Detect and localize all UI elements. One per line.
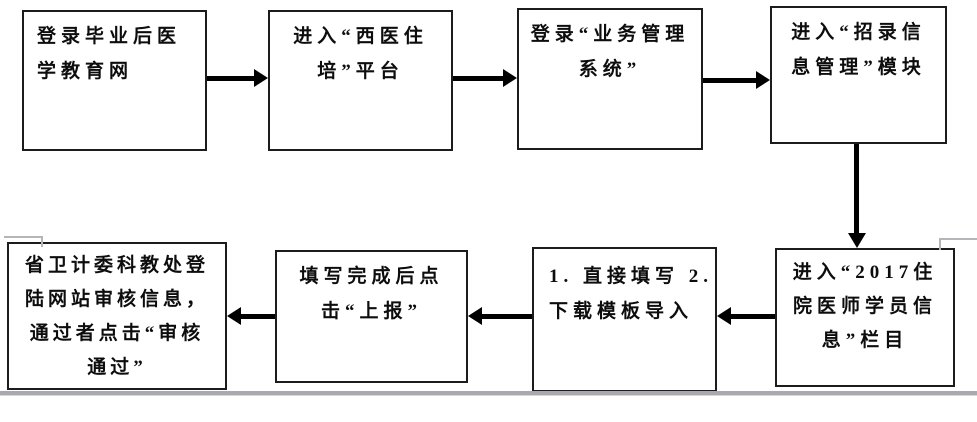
arrow-step4-to-step5-icon xyxy=(847,144,867,248)
anchor-corner-mark-right xyxy=(939,238,977,250)
flow-step-7-box: 填写完成后点 击“上报” xyxy=(275,250,468,383)
arrow-step1-to-step2-icon xyxy=(207,69,268,87)
flow-step-1-box: 登录毕业后医 学教育网 xyxy=(22,10,207,151)
anchor-corner-mark-left xyxy=(4,236,43,247)
arrow-step5-to-step6-icon xyxy=(717,307,775,325)
flow-step-3-box: 登录“业务管理 系统” xyxy=(517,8,703,150)
arrow-step2-to-step3-icon xyxy=(453,69,517,87)
flow-step-6-box: 1. 直接填写 2. 下载模板导入 xyxy=(532,247,717,392)
arrow-step3-to-step4-icon xyxy=(703,71,770,89)
flow-step-5-box: 进入“2017住 院医师学员信 息”栏目 xyxy=(775,248,955,387)
flow-step-2-box: 进入“西医住 培”平台 xyxy=(268,10,453,151)
gray-separator-line xyxy=(0,391,977,396)
flow-step-8-box: 省卫计委科教处登 陆网站审核信息， 通过者点击“审核 通过” xyxy=(7,242,227,390)
flow-step-4-box: 进入“招录信 息管理”模块 xyxy=(770,6,947,144)
arrow-step6-to-step7-icon xyxy=(468,307,532,325)
arrow-step7-to-step8-icon xyxy=(227,307,275,325)
